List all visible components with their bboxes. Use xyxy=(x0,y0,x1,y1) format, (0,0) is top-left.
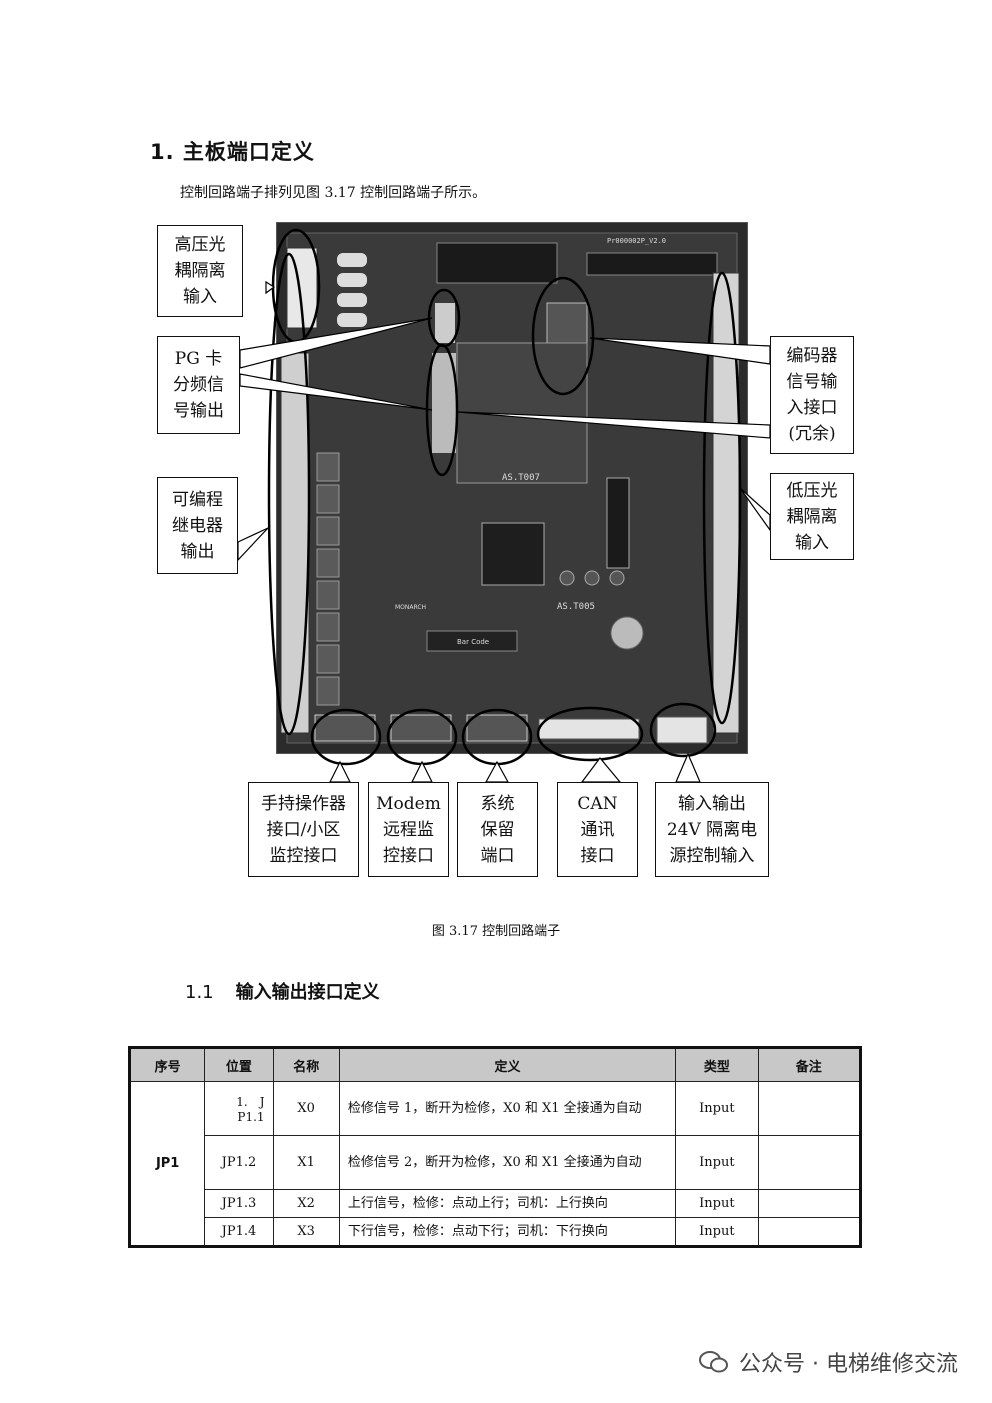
cell-type: Input xyxy=(675,1081,759,1136)
callout-line: PG 卡 xyxy=(174,349,223,369)
intro-text: 控制回路端子排列见图 3.17 控制回路端子所示。 xyxy=(180,185,487,201)
cell-definition: 下行信号，检修：点动下行；司机：下行换向 xyxy=(338,1217,677,1247)
cell-note xyxy=(757,1189,862,1218)
callout-handheld-port: 手持操作器 接口/小区 监控接口 xyxy=(248,782,359,877)
col-header: 定义 xyxy=(338,1047,677,1082)
callout-line: 端口 xyxy=(480,845,515,866)
cell-position: 1. J P1.1 xyxy=(204,1081,274,1136)
callout-line: 输入 xyxy=(183,287,217,307)
cell-type: Input xyxy=(675,1135,759,1190)
cell-position: JP1.2 xyxy=(204,1135,274,1190)
col-header: 名称 xyxy=(272,1047,340,1082)
callout-reserved-port: 系统 保留 端口 xyxy=(457,782,538,877)
callout-line: 低压光 xyxy=(786,480,838,501)
table-row: JP1.2 X1 检修信号 2，断开为检修，X0 和 X1 全接通为自动 Inp… xyxy=(130,1135,862,1190)
callout-line: 远程监 xyxy=(383,819,434,840)
callout-line: 可编程 xyxy=(172,489,223,510)
callout-line: 通讯 xyxy=(580,819,615,840)
callout-pg-card-output: PG 卡 分频信 号输出 xyxy=(157,336,240,434)
figure-caption: 图 3.17 控制回路端子 xyxy=(431,924,561,939)
col-header: 备注 xyxy=(757,1047,862,1082)
callout-line: 入接口 xyxy=(786,398,838,418)
callout-line: 24V 隔离电 xyxy=(666,819,758,840)
callout-line: 系统 xyxy=(480,793,515,814)
callout-line: 手持操作器 xyxy=(261,793,346,814)
table-row: JP1.4 X3 下行信号，检修：点动下行；司机：下行换向 Input xyxy=(130,1217,862,1247)
callout-line: 信号输 xyxy=(786,372,838,392)
callout-line: 耦隔离 xyxy=(174,261,226,281)
board-label-main: AS.T005 xyxy=(557,602,595,612)
section-number: 1.1 xyxy=(185,982,214,1003)
callout-line: 接口 xyxy=(580,845,615,866)
board-label-module: AS.T007 xyxy=(502,473,540,483)
cell-type: Input xyxy=(675,1217,759,1247)
table-row: JP1.3 X2 上行信号，检修：点动上行；司机：上行换向 Input xyxy=(130,1189,862,1218)
cell-note xyxy=(757,1081,862,1136)
callout-line: 输入 xyxy=(795,532,829,553)
col-header: 序号 xyxy=(128,1047,206,1082)
callout-overlay xyxy=(237,228,771,783)
wechat-icon xyxy=(699,1350,729,1374)
io-definition-table: 序号 位置 名称 定义 类型 备注 JP1 1. J P1.1 X0 检修信号 … xyxy=(128,1046,862,1248)
callout-can-port: CAN 通讯 接口 xyxy=(557,782,638,877)
board-label-top: Pr000002P_V2.0 xyxy=(607,237,666,245)
callout-line: 接口/小区 xyxy=(266,819,341,840)
cell-name: X1 xyxy=(272,1135,340,1190)
cell-name: X2 xyxy=(272,1189,340,1218)
board-drawing: AS.T007 Pr000002P_V2.0 AS.T005 MONARCH B… xyxy=(277,223,747,753)
callout-line: 耦隔离 xyxy=(786,506,838,527)
board-label-brand: MONARCH xyxy=(395,604,426,611)
page-heading: 1. 主板端口定义 xyxy=(150,140,315,164)
callout-line: 监控接口 xyxy=(269,845,338,866)
callout-relay-output: 可编程 继电器 输出 xyxy=(157,477,238,574)
cell-definition: 检修信号 2，断开为检修，X0 和 X1 全接通为自动 xyxy=(338,1135,677,1190)
callout-line: CAN xyxy=(577,793,618,814)
cell-type: Input xyxy=(675,1189,759,1218)
callout-line: 控接口 xyxy=(383,845,434,866)
circuit-board-image: AS.T007 Pr000002P_V2.0 AS.T005 MONARCH B… xyxy=(276,222,748,754)
callout-modem-port: Modem 远程监 控接口 xyxy=(368,782,449,877)
cell-definition: 上行信号，检修：点动上行；司机：上行换向 xyxy=(338,1189,677,1218)
group-cell: JP1 xyxy=(128,1081,206,1247)
callout-high-voltage-input: 高压光 耦隔离 输入 xyxy=(157,225,243,317)
callout-line: 输入输出 xyxy=(678,793,746,814)
callout-line: 编码器 xyxy=(786,346,838,366)
cell-note xyxy=(757,1135,862,1190)
callout-line: Modem xyxy=(376,793,441,814)
section-heading: 1.1 输入输出接口定义 xyxy=(185,978,380,1004)
col-header: 位置 xyxy=(204,1047,274,1082)
table-row: JP1 1. J P1.1 X0 检修信号 1，断开为检修，X0 和 X1 全接… xyxy=(128,1081,862,1247)
callout-encoder-input: 编码器 信号输 入接口 (冗余) xyxy=(770,336,854,454)
cell-position: JP1.3 xyxy=(204,1189,274,1218)
callout-line: 分频信 xyxy=(173,375,224,395)
callout-line: 输出 xyxy=(180,541,215,562)
callout-24v-power: 输入输出 24V 隔离电 源控制输入 xyxy=(655,782,769,877)
col-header: 类型 xyxy=(675,1047,759,1082)
callout-line: (冗余) xyxy=(788,424,836,444)
callout-line: 源控制输入 xyxy=(669,845,755,866)
callout-low-voltage-input: 低压光 耦隔离 输入 xyxy=(770,473,854,560)
callout-line: 高压光 xyxy=(174,235,226,255)
callout-line: 继电器 xyxy=(172,515,223,536)
watermark-text: 公众号 · 电梯维修交流 xyxy=(739,1352,958,1377)
cell-note xyxy=(757,1217,862,1247)
watermark: 公众号 · 电梯维修交流 xyxy=(699,1346,958,1378)
callout-line: 号输出 xyxy=(173,401,224,421)
callout-line: 保留 xyxy=(480,819,515,840)
table-header-row: 序号 位置 名称 定义 类型 备注 xyxy=(128,1047,862,1082)
cell-position: JP1.4 xyxy=(204,1217,274,1247)
cell-name: X3 xyxy=(272,1217,340,1247)
section-title: 输入输出接口定义 xyxy=(235,982,380,1003)
cell-definition: 检修信号 1，断开为检修，X0 和 X1 全接通为自动 xyxy=(338,1081,677,1136)
board-label-barcode: Bar Code xyxy=(457,638,489,646)
cell-name: X0 xyxy=(272,1081,340,1136)
